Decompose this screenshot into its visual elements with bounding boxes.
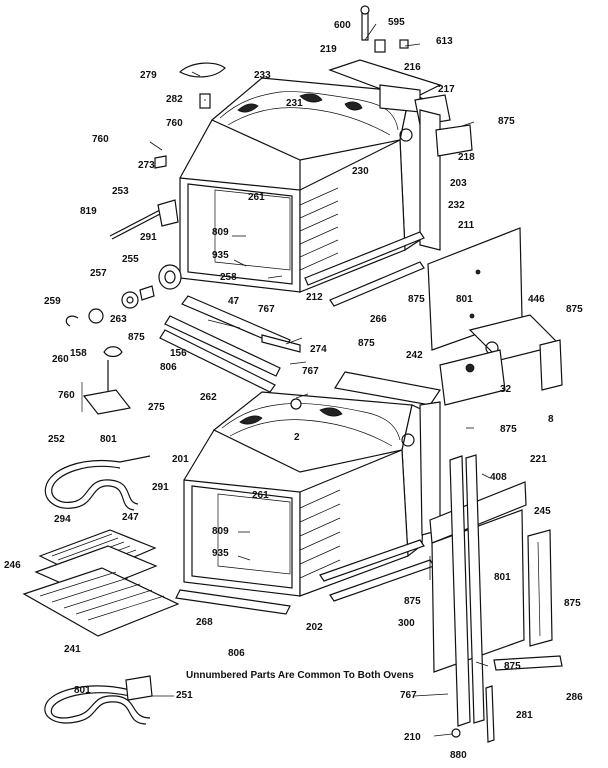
part-label: 875 — [504, 661, 521, 672]
part-label: 801 — [456, 294, 473, 305]
lower-bottom-trim — [175, 539, 435, 615]
part-label: 274 — [310, 344, 327, 355]
part-label: 760 — [58, 390, 75, 401]
part-label: 875 — [498, 116, 515, 127]
part-label: 232 — [448, 200, 465, 211]
part-label: 806 — [228, 648, 245, 659]
part-label: 875 — [404, 596, 421, 607]
part-label: 8 — [548, 414, 554, 425]
oven-rack — [22, 567, 180, 637]
part-label: 247 — [122, 512, 139, 523]
part-label: 613 — [436, 36, 453, 47]
part-label: 266 — [370, 314, 387, 325]
part-label: 230 — [352, 166, 369, 177]
part-label: 291 — [140, 232, 157, 243]
part-label: 32 — [500, 384, 512, 395]
part-label: 275 — [148, 402, 165, 413]
part-label: 294 — [54, 514, 71, 525]
part-label: 600 — [334, 20, 351, 31]
part-label: 255 — [122, 254, 139, 265]
part-label: 257 — [90, 268, 107, 279]
part-label: 259 — [44, 296, 61, 307]
part-label: 47 — [228, 296, 240, 307]
part-label: 809 — [212, 526, 229, 537]
part-number-labels: 600 595 613 219 216 279 233 282 217 231 760 875 218 7… — [4, 17, 583, 761]
part-label: 809 — [212, 227, 229, 238]
part-label: 241 — [64, 644, 81, 655]
part-label: 242 — [406, 350, 423, 361]
part-label: 158 — [70, 348, 87, 359]
part-label: 261 — [248, 192, 265, 203]
lower-right-panels — [429, 454, 563, 743]
part-label: 246 — [4, 560, 21, 571]
part-label: 231 — [286, 98, 303, 109]
part-label: 201 — [172, 454, 189, 465]
control-bracket — [439, 314, 563, 406]
part-label: 281 — [516, 710, 533, 721]
part-label: 282 — [166, 94, 183, 105]
part-label: 760 — [166, 118, 183, 129]
part-label: 262 — [200, 392, 217, 403]
part-label: 935 — [212, 250, 229, 261]
part-label: 767 — [258, 304, 275, 315]
part-label: 880 — [450, 750, 467, 761]
upper-small-parts — [65, 62, 226, 327]
part-label: 211 — [458, 220, 475, 231]
middle-trim-strips — [159, 231, 425, 393]
part-label: 291 — [152, 482, 169, 493]
part-label: 801 — [100, 434, 117, 445]
part-label: 216 — [404, 62, 421, 73]
part-label: 875 — [566, 304, 583, 315]
part-label: 245 — [534, 506, 551, 517]
part-label: 760 — [92, 134, 109, 145]
part-label: 268 — [196, 617, 213, 628]
part-label: 219 — [320, 44, 337, 55]
part-label: 202 — [306, 622, 323, 633]
lower-oven-cavity — [183, 391, 428, 597]
part-label: 286 — [566, 692, 583, 703]
part-label: 408 — [490, 472, 507, 483]
part-label: 233 — [254, 70, 271, 81]
part-label: 300 — [398, 618, 415, 629]
part-label: 875 — [128, 332, 145, 343]
part-label: 767 — [302, 366, 319, 377]
part-label: 260 — [52, 354, 69, 365]
part-label: 212 — [306, 292, 323, 303]
part-label: 875 — [564, 598, 581, 609]
part-label: 217 — [438, 84, 455, 95]
common-parts-note: Unnumbered Parts Are Common To Both Oven… — [186, 670, 414, 681]
part-label: 258 — [220, 272, 237, 283]
part-label: 203 — [450, 178, 467, 189]
bake-element — [44, 455, 151, 511]
part-label: 251 — [176, 690, 193, 701]
lower-top-bracket — [290, 371, 442, 536]
part-label: 801 — [494, 572, 511, 583]
part-label: 263 — [110, 314, 127, 325]
part-label: 446 — [528, 294, 545, 305]
part-label: 218 — [458, 152, 475, 163]
part-label: 595 — [388, 17, 405, 28]
part-label: 273 — [138, 160, 155, 171]
part-label: 2 — [294, 432, 300, 443]
part-label: 252 — [48, 434, 65, 445]
part-label: 279 — [140, 70, 157, 81]
upper-oven-cavity — [179, 77, 426, 293]
part-label: 875 — [500, 424, 517, 435]
part-label: 210 — [404, 732, 421, 743]
part-label: 819 — [80, 206, 97, 217]
part-label: 156 — [170, 348, 187, 359]
part-label: 261 — [252, 490, 269, 501]
part-label: 253 — [112, 186, 129, 197]
part-label: 875 — [408, 294, 425, 305]
part-label: 801 — [74, 685, 91, 696]
part-label: 935 — [212, 548, 229, 559]
part-label: 221 — [530, 454, 547, 465]
part-label: 806 — [160, 362, 177, 373]
leader-lines — [149, 23, 491, 737]
part-label: 875 — [358, 338, 375, 349]
part-label: 767 — [400, 690, 417, 701]
broil-element — [44, 675, 153, 725]
thermostat-bulb — [81, 346, 132, 415]
